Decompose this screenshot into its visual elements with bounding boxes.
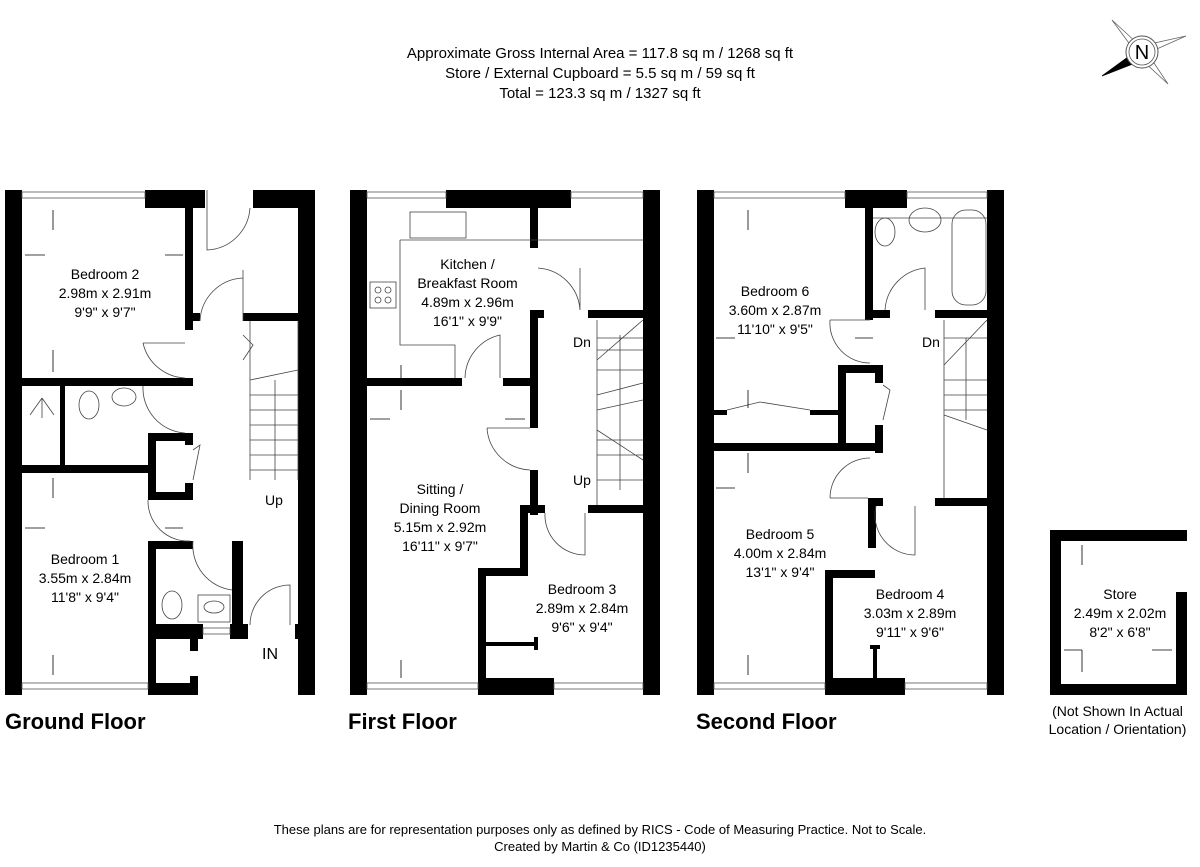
room-label-bedroom-4: Bedroom 4 3.03m x 2.89m 9'11" x 9'6" xyxy=(850,585,970,642)
room-name-line-1: Sitting / xyxy=(416,481,464,497)
room-name: Bedroom 6 xyxy=(740,283,810,299)
room-metric: 2.49m x 2.02m xyxy=(1073,605,1167,621)
windows xyxy=(21,191,988,690)
room-label-bedroom-5: Bedroom 5 4.00m x 2.84m 13'1" x 9'4" xyxy=(720,525,840,582)
room-imperial: 11'8" x 9'4" xyxy=(51,589,119,605)
room-imperial: 13'1" x 9'4" xyxy=(745,564,815,580)
compass-label: N xyxy=(1135,42,1149,64)
room-label-sitting-dining: Sitting / Dining Room 5.15m x 2.92m 16'1… xyxy=(380,480,500,556)
area-summary-line-3: Total = 123.3 sq m / 1327 sq ft xyxy=(499,85,701,102)
note-line-1: (Not Shown In Actual xyxy=(1052,703,1183,719)
room-name-line-2: Dining Room xyxy=(399,500,481,516)
floor-title-first: First Floor xyxy=(348,709,457,734)
area-summary-line-1: Approximate Gross Internal Area = 117.8 … xyxy=(406,45,794,62)
room-metric: 2.98m x 2.91m xyxy=(58,285,152,301)
dimension-arrows xyxy=(25,210,1172,678)
room-name: Bedroom 1 xyxy=(50,551,120,567)
room-metric: 3.60m x 2.87m xyxy=(728,302,822,318)
room-imperial: 9'6" x 9'4" xyxy=(551,619,613,635)
room-metric: 5.15m x 2.92m xyxy=(393,519,487,535)
room-name-line-2: Breakfast Room xyxy=(417,275,518,291)
room-metric: 3.03m x 2.89m xyxy=(863,605,957,621)
room-imperial: 8'2" x 6'8" xyxy=(1089,624,1151,640)
north-compass-icon: N xyxy=(1101,19,1187,85)
stairs-down-label: Dn xyxy=(573,334,591,350)
store-walls xyxy=(1050,530,1187,695)
room-metric: 4.00m x 2.84m xyxy=(733,545,827,561)
room-label-bedroom-1: Bedroom 1 3.55m x 2.84m 11'8" x 9'4" xyxy=(30,550,140,607)
floor-title-ground: Ground Floor xyxy=(5,709,146,734)
room-label-bedroom-2: Bedroom 2 2.98m x 2.91m 9'9" x 9'7" xyxy=(50,265,160,322)
stairs-down-label: Dn xyxy=(922,334,940,350)
stairs-up-label: Up xyxy=(265,492,283,508)
room-label-bedroom-6: Bedroom 6 3.60m x 2.87m 11'10" x 9'5" xyxy=(715,282,835,339)
room-label-kitchen: Kitchen / Breakfast Room 4.89m x 2.96m 1… xyxy=(405,255,530,331)
disclaimer-line: These plans are for representation purpo… xyxy=(273,822,927,837)
room-imperial: 16'11" x 9'7" xyxy=(402,538,478,554)
room-imperial: 16'1" x 9'9" xyxy=(433,313,502,329)
area-summary-line-2: Store / External Cupboard = 5.5 sq m / 5… xyxy=(445,65,755,82)
room-name: Bedroom 3 xyxy=(547,581,617,597)
room-name: Bedroom 4 xyxy=(875,586,945,602)
room-metric: 4.89m x 2.96m xyxy=(421,294,514,310)
doors-and-stairs xyxy=(29,190,988,626)
room-label-store: Store 2.49m x 2.02m 8'2" x 6'8" xyxy=(1060,585,1180,642)
room-metric: 2.89m x 2.84m xyxy=(535,600,629,616)
room-metric: 3.55m x 2.84m xyxy=(38,570,132,586)
room-label-bedroom-3: Bedroom 3 2.89m x 2.84m 9'6" x 9'4" xyxy=(522,580,642,637)
floor-title-second: Second Floor xyxy=(696,709,837,734)
room-name-line-1: Kitchen / xyxy=(440,256,495,272)
room-name: Bedroom 2 xyxy=(70,266,140,282)
second-floor-walls xyxy=(697,190,1004,695)
stairs-up-label: Up xyxy=(573,472,591,488)
credit-line: Created by Martin & Co (ID1235440) xyxy=(494,839,706,854)
room-imperial: 9'11" x 9'6" xyxy=(876,624,944,640)
first-floor-walls xyxy=(350,190,660,695)
room-imperial: 11'10" x 9'5" xyxy=(737,321,813,337)
entrance-label: IN xyxy=(262,646,278,663)
room-name: Bedroom 5 xyxy=(745,526,815,542)
ground-floor-walls xyxy=(5,190,315,695)
note-line-2: Location / Orientation) xyxy=(1048,721,1187,737)
room-imperial: 9'9" x 9'7" xyxy=(74,304,136,320)
room-name: Store xyxy=(1103,586,1137,602)
store-location-note: (Not Shown In Actual Location / Orientat… xyxy=(1030,702,1200,738)
